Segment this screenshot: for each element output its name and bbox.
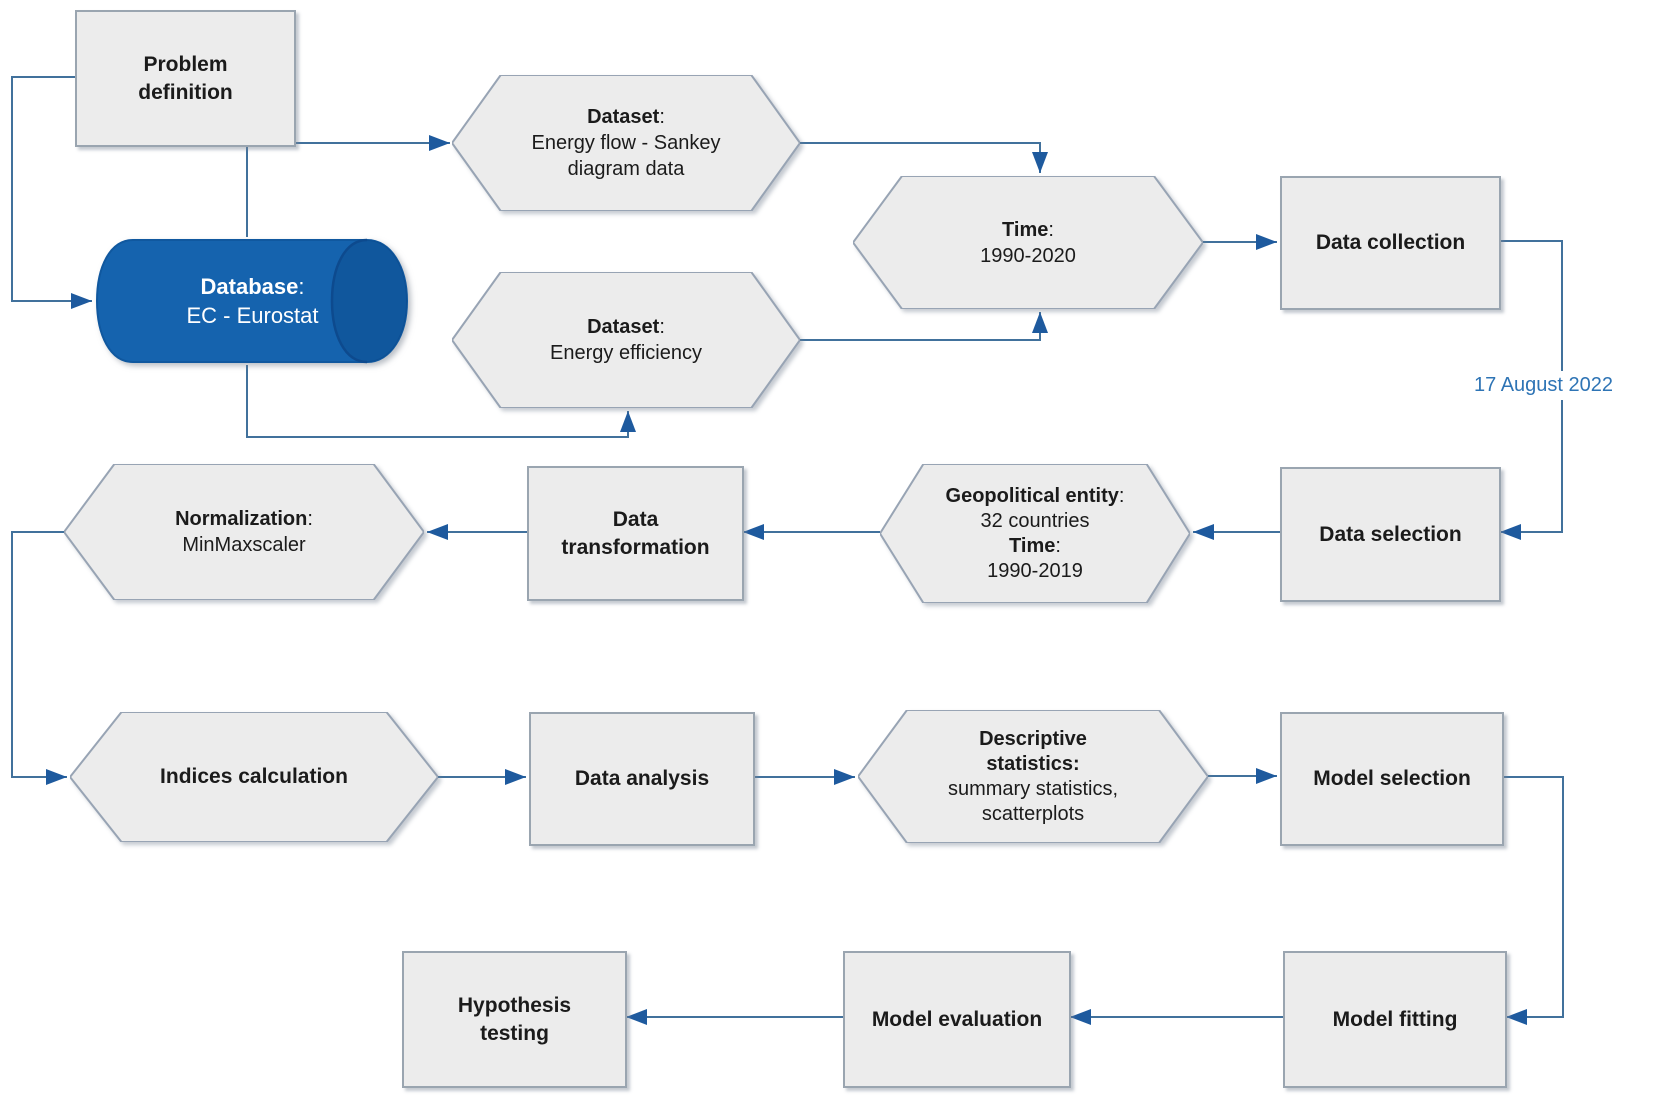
node-database-text: Database: EC - Eurostat (95, 238, 410, 365)
node-data-transformation-label: Data transformation (561, 508, 710, 559)
node-indices-calculation-text: Indices calculation (70, 712, 438, 842)
node-dataset-sankey: Dataset: Energy flow - Sankey diagram da… (452, 75, 800, 211)
node-heading: Dataset (587, 106, 660, 128)
node-value: EC - Eurostat (186, 302, 319, 328)
node-value: 1990-2019 (987, 559, 1083, 582)
node-heading-line: Dataset: (587, 314, 665, 340)
hexagon-shape (452, 272, 800, 408)
node-heading: Geopolitical entity (945, 484, 1119, 507)
node-heading-line: Geopolitical entity: (946, 484, 1125, 509)
node-heading-line: Time: (1002, 217, 1054, 243)
hexagon-shape (70, 712, 438, 842)
node-descriptive-statistics: Descriptive statistics: summary statisti… (858, 710, 1208, 843)
node-geopolitical-entity: Geopolitical entity: 32 countries Time: … (880, 464, 1190, 603)
node-geopolitical-entity-text: Geopolitical entity: 32 countries Time: … (880, 464, 1190, 603)
node-model-fitting: Model fitting (1283, 951, 1507, 1088)
node-heading: Descriptive statistics: (938, 727, 1128, 777)
node-data-selection-label: Data selection (1319, 522, 1462, 546)
hexagon-shape (853, 176, 1203, 309)
node-model-fitting-label: Model fitting (1332, 1007, 1458, 1031)
node-value: MinMaxscaler (182, 534, 306, 556)
node-heading: Normalization (175, 508, 308, 530)
node-hypothesis-testing: Hypothesis testing (402, 951, 627, 1088)
node-model-evaluation: Model evaluation (843, 951, 1071, 1088)
node-data-collection: Data collection (1280, 176, 1501, 310)
node-data-collection-label: Data collection (1315, 231, 1466, 255)
node-heading-line: Normalization: (175, 506, 313, 532)
node-value: summary statistics, scatterplots (947, 777, 1119, 825)
connector-efficiency-to-time (800, 312, 1048, 341)
node-data-analysis-label: Data analysis (574, 767, 710, 791)
node-dataset-efficiency: Dataset: Energy efficiency (452, 272, 800, 408)
hexagon-shape (64, 464, 424, 600)
node-model-selection: Model selection (1280, 712, 1504, 846)
connector-database-to-efficiency (246, 365, 636, 438)
node-heading-bold: Descriptive statistics: (979, 727, 1087, 775)
node-colon: : (659, 316, 665, 338)
cylinder-shape (95, 238, 409, 364)
node-heading-line: Dataset: (587, 104, 665, 130)
node-colon: : (1048, 218, 1054, 241)
node-heading: Time (1002, 218, 1049, 241)
node-heading: Dataset (587, 316, 660, 338)
hexagon-shape (452, 75, 800, 211)
node-heading-line: Database: (201, 273, 305, 302)
connector-problem-to-database (11, 76, 92, 309)
node-data-analysis: Data analysis (529, 712, 755, 846)
node-colon: : (1118, 484, 1125, 507)
node-data-selection: Data selection (1280, 467, 1501, 602)
hexagon-shape (858, 710, 1208, 843)
node-indices-calculation: Indices calculation (70, 712, 438, 842)
node-normalization-text: Normalization: MinMaxscaler (64, 464, 424, 600)
node-value: Energy efficiency (550, 342, 702, 364)
node-problem-definition-label: Problem definition (138, 53, 233, 104)
date-annotation: 17 August 2022 (1470, 371, 1618, 400)
node-heading: Database (200, 273, 299, 299)
node-hypothesis-testing-label: Hypothesis testing (457, 994, 572, 1045)
node-heading-line: Time: (1009, 534, 1061, 559)
node-data-transformation: Data transformation (527, 466, 744, 601)
node-database-cylinder: Database: EC - Eurostat (95, 238, 410, 365)
node-colon: : (307, 508, 313, 530)
node-label: Indices calculation (160, 765, 348, 789)
hexagon-shape (880, 464, 1190, 603)
node-dataset-sankey-text: Dataset: Energy flow - Sankey diagram da… (452, 75, 800, 211)
node-heading: Time (1009, 534, 1056, 557)
node-value: Energy flow - Sankey diagram data (531, 132, 721, 180)
node-time-range: Time: 1990-2020 (853, 176, 1203, 309)
node-colon: : (1055, 534, 1061, 557)
node-time-range-text: Time: 1990-2020 (853, 176, 1203, 309)
node-normalization: Normalization: MinMaxscaler (64, 464, 424, 600)
node-model-evaluation-label: Model evaluation (871, 1007, 1043, 1031)
node-colon: : (659, 106, 665, 128)
connector-sankey-to-time (800, 142, 1048, 173)
node-value: 32 countries (980, 509, 1090, 532)
connector-modelselection-to-fitting (1500, 776, 1564, 1025)
node-descriptive-statistics-text: Descriptive statistics: summary statisti… (858, 710, 1208, 843)
node-value: 1990-2020 (980, 244, 1076, 267)
node-colon: : (298, 273, 305, 299)
node-problem-definition: Problem definition (75, 10, 296, 147)
node-model-selection-label: Model selection (1313, 767, 1471, 791)
connector-normalization-to-indices (11, 531, 67, 785)
node-dataset-efficiency-text: Dataset: Energy efficiency (452, 272, 800, 408)
